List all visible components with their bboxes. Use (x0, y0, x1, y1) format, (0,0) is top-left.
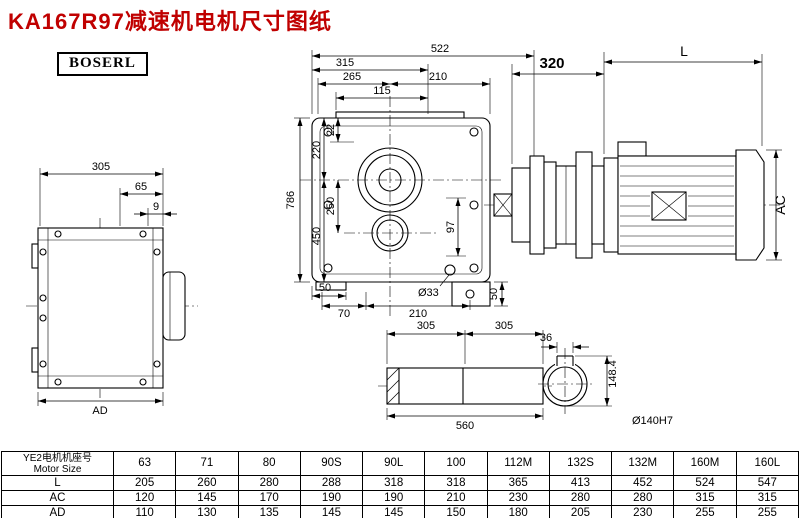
dim-AC: AC (772, 195, 788, 214)
dim-210-bottom: 210 (409, 308, 427, 320)
dim-305-shaft-2: 305 (495, 320, 513, 332)
dim-560: 560 (456, 420, 474, 432)
dim-dia140H7: Ø140H7 (632, 415, 673, 427)
dim-148-4: 148.4 (607, 360, 619, 388)
dim-786: 786 (285, 191, 297, 209)
dim-value-cell: 190 (362, 490, 426, 506)
dim-320: 320 (539, 55, 564, 72)
bore-section-drawing: 36 148.4 Ø140H7 (538, 332, 673, 427)
dim-value-cell: 255 (673, 505, 737, 518)
dim-value-cell: 255 (735, 505, 800, 518)
frame-header-cell: 90S (299, 451, 364, 476)
frame-header-cell: 71 (175, 451, 239, 476)
dim-value-cell: 318 (424, 475, 488, 491)
dim-value-cell: 230 (611, 505, 675, 518)
dim-250: 250 (325, 197, 337, 215)
dim-265: 265 (343, 71, 361, 83)
dim-row-label: AC (1, 490, 114, 506)
dim-dia33: Ø33 (418, 287, 439, 299)
dim-115: 115 (373, 85, 391, 97)
frame-header-cell: 160M (673, 451, 737, 476)
dim-value-cell: 452 (611, 475, 675, 491)
output-hub (162, 271, 186, 341)
dim-220: 220 (311, 141, 323, 159)
dim-AD: AD (92, 405, 107, 417)
dim-value-cell: 315 (735, 490, 800, 506)
frame-header-cell: 90L (362, 451, 426, 476)
frame-header-cell: 112M (486, 451, 550, 476)
dim-value-cell: 205 (548, 505, 613, 518)
motor-flange (575, 151, 593, 259)
dim-value-cell: 260 (175, 475, 239, 491)
dim-value-cell: 150 (424, 505, 488, 518)
dim-value-cell: 120 (112, 490, 177, 506)
table-row-AD: AD 110 130 135 145 145 150 180 205 230 2… (1, 505, 800, 518)
motor-assembly-drawing: 320 L AC (484, 43, 788, 261)
motor-size-label-cell: YE2电机机座号 Motor Size (1, 451, 114, 476)
dim-value-cell: 280 (548, 490, 613, 506)
gearbox-side-outline (37, 227, 164, 389)
dim-value-cell: 365 (486, 475, 550, 491)
dim-value-cell: 180 (486, 505, 550, 518)
frame-header-cell: 80 (237, 451, 301, 476)
motor-size-table: YE2电机机座号 Motor Size 63 71 80 90S 90L 100… (1, 451, 800, 518)
dim-522: 522 (431, 43, 449, 55)
dim-value-cell: 280 (237, 475, 301, 491)
dim-value-cell: 110 (112, 505, 177, 518)
dim-50-right: 50 (488, 288, 500, 300)
dim-value-cell: 315 (673, 490, 737, 506)
dim-value-cell: 280 (611, 490, 675, 506)
dim-50-left: 50 (319, 282, 331, 294)
dim-65: 65 (135, 181, 147, 193)
dim-value-cell: 135 (237, 505, 301, 518)
dim-row-label: AD (1, 505, 114, 518)
dim-315: 315 (336, 57, 354, 69)
dim-36: 36 (540, 332, 552, 344)
side-view-drawing: 305 65 9 AD (26, 161, 198, 417)
dim-value-cell: 130 (175, 505, 239, 518)
dim-value-cell: 145 (362, 505, 426, 518)
table-row-L: L 205 260 280 288 318 318 365 413 452 52… (1, 475, 800, 491)
dim-value-cell: 145 (299, 505, 364, 518)
table-row-AC: AC 120 145 170 190 190 210 230 280 280 3… (1, 490, 800, 506)
frame-header-cell: 63 (112, 451, 177, 476)
table-label-cn: YE2电机机座号 (23, 453, 92, 464)
adapter-housing (511, 167, 531, 243)
frame-header-cell: 132S (548, 451, 613, 476)
dim-value-cell: 210 (424, 490, 488, 506)
dim-value-cell: 145 (175, 490, 239, 506)
dim-value-cell: 170 (237, 490, 301, 506)
frame-header-cell: 100 (424, 451, 488, 476)
dim-value-cell: 413 (548, 475, 613, 491)
dim-value-cell: 547 (735, 475, 800, 491)
dim-value-cell: 288 (299, 475, 364, 491)
dim-305-shaft-1: 305 (417, 320, 435, 332)
shaft-outline (386, 367, 544, 405)
frame-header-cell: 160L (735, 451, 800, 476)
dim-value-cell: 524 (673, 475, 737, 491)
dim-70: 70 (338, 308, 350, 320)
shaft-drawing: 305 305 560 (378, 320, 552, 432)
page-title: KA167R97减速机电机尺寸图纸 (8, 9, 332, 34)
fan-cowl (735, 149, 765, 261)
dim-450: 450 (311, 227, 323, 245)
table-label-en: Motor Size (33, 464, 82, 475)
dim-value-cell: 318 (362, 475, 426, 491)
dimension-drawing-svg: 305 65 9 AD (26, 43, 788, 432)
frame-header-cell: 132M (611, 451, 675, 476)
dim-305-side: 305 (92, 161, 110, 173)
dim-value-cell: 205 (112, 475, 177, 491)
dim-value-cell: 230 (486, 490, 550, 506)
terminal-box (617, 141, 647, 157)
dim-value-cell: 190 (299, 490, 364, 506)
dim-22: 22 (325, 124, 337, 136)
gearbox-front-outline (311, 117, 491, 283)
dim-210-top: 210 (429, 71, 447, 83)
dim-9: 9 (153, 201, 159, 213)
dim-row-label: L (1, 475, 114, 491)
brand-logo: BOSERL (57, 52, 148, 76)
dim-L: L (680, 43, 688, 59)
front-view-drawing: 522 315 265 210 115 786 220 450 22 250 9… (285, 43, 535, 320)
dim-97: 97 (445, 221, 457, 233)
